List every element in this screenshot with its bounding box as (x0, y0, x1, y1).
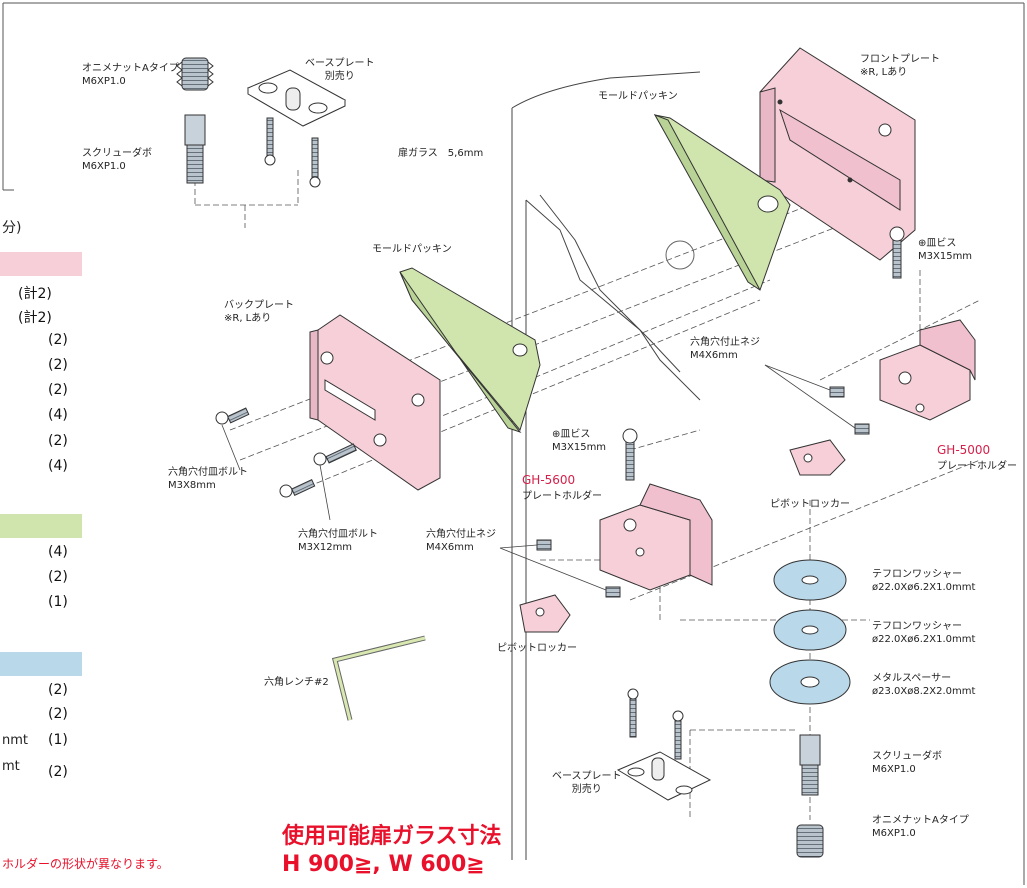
screw-dowel-bottom-icon (799, 734, 821, 796)
qty-13: (2) (48, 706, 68, 722)
mold-packing-left-icon (399, 267, 541, 434)
qty-9: (4) (48, 544, 68, 560)
qty-3: (2) (48, 332, 68, 348)
partial-text-1: nmt (2, 733, 28, 748)
front-plate-icon (759, 47, 916, 261)
metal-spacer-icon (769, 659, 851, 705)
pan-screw-right-icon (889, 226, 905, 279)
mold-packing-right-icon (653, 114, 791, 291)
partial-text-2: mt (2, 759, 20, 774)
qty-1: (計2) (18, 286, 52, 302)
hex-bolts-icon (215, 407, 357, 498)
qty-11: (1) (48, 594, 68, 610)
pan-screw-left-icon (622, 428, 638, 481)
wood-screws-top-icon (264, 117, 321, 188)
qty-2: (計2) (18, 310, 52, 326)
teflon-washer-2-icon (773, 609, 847, 651)
qty-8: (4) (48, 458, 68, 474)
label-mold-packing-2: モールドパッキン (372, 244, 452, 255)
teflon-washer-1-icon (773, 559, 847, 601)
label-gh5600-name: プレートホルダー (522, 491, 602, 502)
screw-dowel-top-icon (184, 114, 206, 184)
oni-nut-top-icon (176, 57, 214, 91)
qty-6: (4) (48, 407, 68, 423)
qty-15: (2) (48, 764, 68, 780)
pivot-rocker-right-icon (789, 439, 846, 476)
qty-14: (1) (48, 732, 68, 748)
qty-4: (2) (48, 357, 68, 373)
base-plate-bottom-icon (616, 751, 712, 801)
label-gh5600-code: GH-5600 (522, 473, 576, 487)
wood-screws-bottom-icon (627, 688, 684, 760)
side-list-header: 分) (2, 220, 22, 236)
base-plate-top-icon (246, 69, 347, 127)
label-hex-wrench: 六角レンチ#2 (264, 677, 329, 688)
label-base-plate-top: ベースプレート別売り (305, 58, 375, 82)
qty-10: (2) (48, 569, 68, 585)
glass-hole-icon (665, 240, 695, 270)
glass-size-title: 使用可能扉ガラス寸法 (282, 824, 502, 849)
pivot-rocker-left-icon (519, 594, 571, 633)
back-plate-icon (309, 314, 441, 491)
glass-size-value: H 900≧, W 600≧ (282, 852, 485, 877)
qty-5: (2) (48, 382, 68, 398)
footer-note: ホルダーの形状が異なります。 (2, 857, 169, 871)
oni-nut-bottom-icon (796, 824, 824, 858)
set-screws-right-icon (829, 386, 870, 435)
label-gh5000-code: GH-5000 (937, 443, 991, 457)
leader-lines (221, 364, 856, 591)
band-pink (0, 252, 82, 276)
door-glass-outline (511, 71, 701, 860)
band-green (0, 514, 82, 538)
label-back-plate: バックプレート※R, Lあり (224, 300, 294, 324)
label-pivot-2: ピボットロッカー (497, 643, 577, 654)
band-blue (0, 652, 82, 676)
label-pivot-1: ピボットロッカー (770, 499, 850, 510)
label-base-plate-bottom: ベースプレート別売り (552, 771, 622, 795)
label-mold-packing-1: モールドパッキン (598, 91, 678, 102)
label-gh5000-name: プレートホルダー (937, 461, 1017, 472)
gh5600-holder-icon (599, 483, 713, 591)
label-door-glass: 扉ガラス 5,6mm (398, 148, 484, 159)
qty-12: (2) (48, 682, 68, 698)
qty-7: (2) (48, 433, 68, 449)
gh5000-holder-icon (879, 319, 976, 421)
label-front-plate: フロントプレート※R, Lあり (860, 54, 940, 78)
